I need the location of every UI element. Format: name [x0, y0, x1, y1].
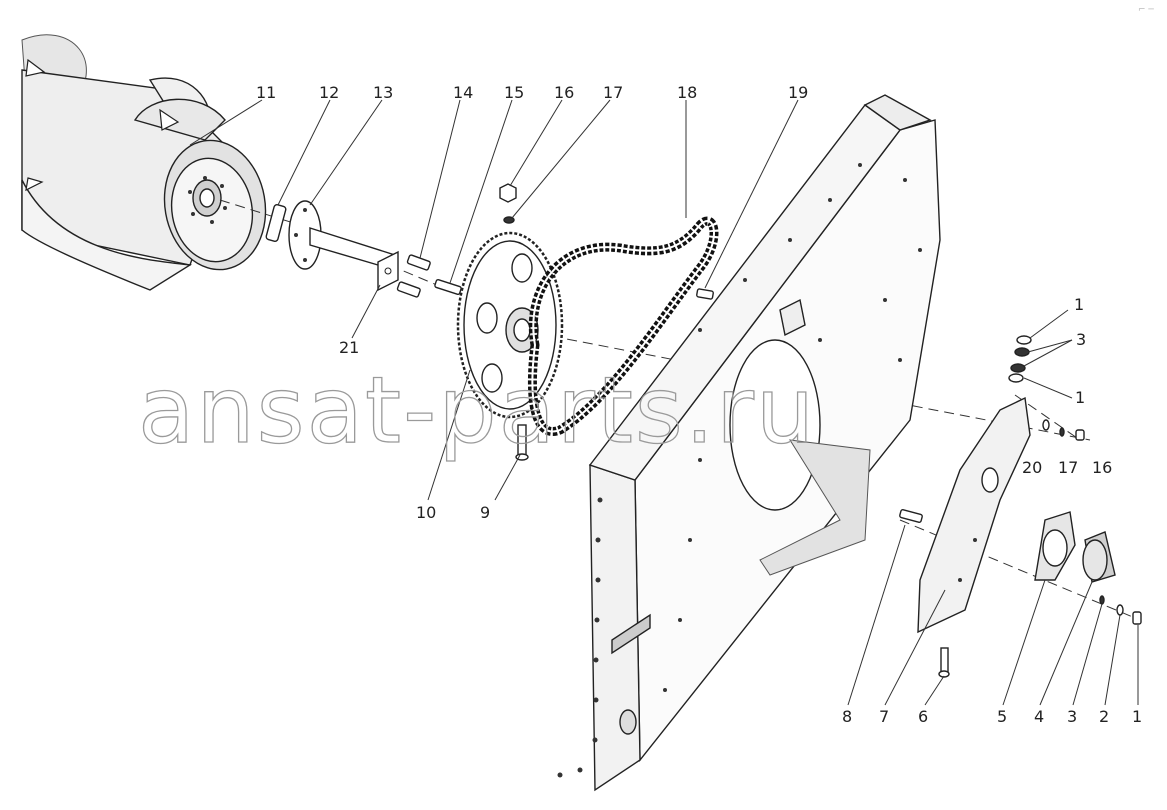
callout-16-right: 16	[1092, 458, 1112, 477]
callout-14: 14	[453, 83, 473, 102]
callout-12: 12	[319, 83, 339, 102]
callout-labels: 11 12 13 14 15 16 17 18 19 21 10 9 1 3 1…	[256, 83, 1142, 726]
callout-9: 9	[480, 503, 490, 522]
key-part-15	[434, 278, 462, 296]
callout-7: 7	[879, 707, 889, 726]
bolt-part-8	[899, 509, 923, 523]
callout-1-top: 1	[1074, 295, 1084, 314]
flange-part-5	[1034, 511, 1076, 581]
small-parts-20-17-16	[1042, 419, 1085, 441]
nut-stack-1-3	[1008, 335, 1032, 383]
callout-19: 19	[788, 83, 808, 102]
auger-drum	[21, 34, 267, 291]
corner-mark: ⌐ ─	[1138, 5, 1154, 15]
watermark-text: ansat-parts.ru	[138, 357, 816, 464]
key-part-12	[265, 204, 287, 242]
callout-17-right: 17	[1058, 458, 1078, 477]
bracket-part-21	[377, 250, 399, 292]
axis-line	[1014, 394, 1081, 441]
callout-11: 11	[256, 83, 276, 102]
callout-16: 16	[554, 83, 574, 102]
bolt-part-6	[938, 647, 950, 678]
callout-2: 2	[1099, 707, 1109, 726]
bolt-part-9	[515, 424, 529, 461]
axis-line	[219, 199, 301, 226]
bearing-part-4	[1082, 531, 1116, 583]
callout-1-bottom: 1	[1132, 707, 1142, 726]
housing-panel	[557, 94, 941, 792]
callout-1-mid: 1	[1075, 388, 1085, 407]
callout-18: 18	[677, 83, 697, 102]
callout-13: 13	[373, 83, 393, 102]
callout-21: 21	[339, 338, 359, 357]
callout-3-top: 3	[1076, 330, 1086, 349]
bolts-part-14	[396, 254, 431, 298]
nut-washer-16-17	[499, 183, 517, 224]
chain-part-18	[527, 216, 719, 436]
callout-20: 20	[1022, 458, 1042, 477]
callout-8: 8	[842, 707, 852, 726]
flange-shaft-part-13	[288, 200, 396, 271]
callout-4: 4	[1034, 707, 1044, 726]
leader-lines	[189, 99, 1139, 706]
callout-6: 6	[918, 707, 928, 726]
callout-3-bottom: 3	[1067, 707, 1077, 726]
small-parts-3-2-1	[1099, 595, 1142, 625]
callout-17: 17	[603, 83, 623, 102]
callout-10: 10	[416, 503, 436, 522]
bolt-part-19	[696, 288, 714, 300]
callout-5: 5	[997, 707, 1007, 726]
plate-part-7	[917, 396, 1031, 634]
callout-15: 15	[504, 83, 524, 102]
